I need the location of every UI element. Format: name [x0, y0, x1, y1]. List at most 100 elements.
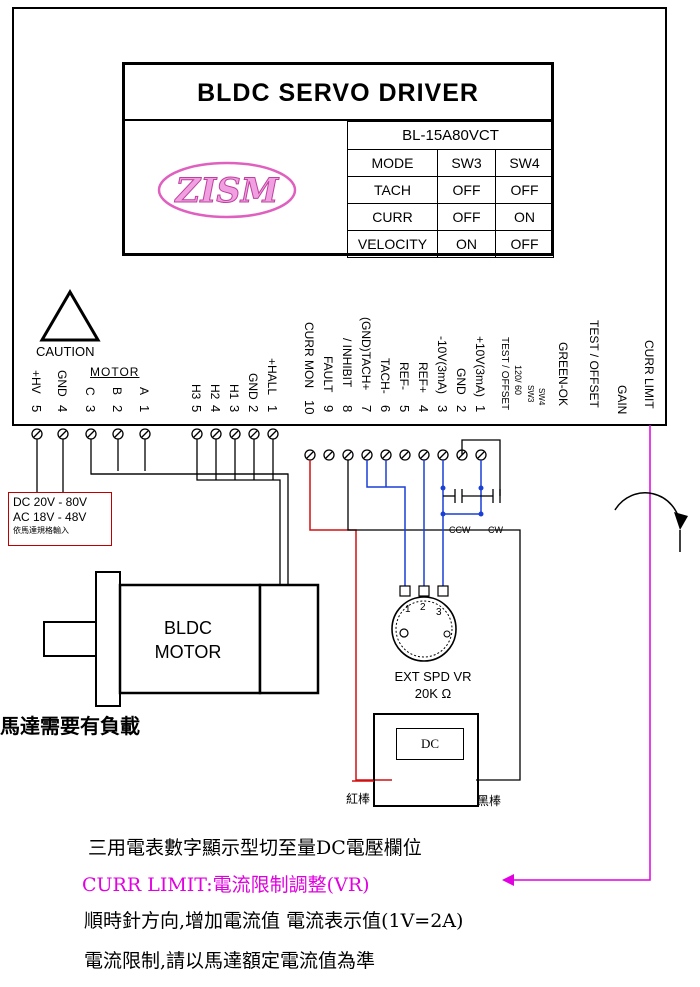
terminal-hv-label: +HV [29, 370, 43, 394]
vr-label-line2: 20K Ω [414, 686, 452, 701]
header-sw3: SW3 [437, 149, 496, 177]
screw-left-group [31, 428, 151, 440]
zism-logo: ZISM [157, 161, 297, 219]
terminal-plus10v-num: 1 [473, 405, 488, 413]
terminal-minus10v-label: -10V(3mA) [435, 336, 449, 395]
terminal-h1-label: H1 [227, 384, 241, 400]
terminal-tach-plus-num: 7 [359, 405, 374, 413]
terminal-gnd-num: 4 [55, 405, 70, 413]
vr-label: EXT SPD VR 20K Ω [388, 668, 478, 702]
terminal-fault-label: FAULT [321, 356, 335, 393]
terminal-h3-num: 5 [189, 405, 204, 413]
mode-velocity: VELOCITY [347, 230, 438, 258]
switch-120-60-label: 120/ 60 [513, 365, 523, 396]
switch-test-offset-label: TEST / OFFSET [499, 337, 510, 411]
switch-sw3-label: SW3 [526, 385, 535, 403]
terminal-ref-minus-label: REF- [397, 362, 411, 390]
terminal-minus10v-num: 3 [435, 405, 450, 413]
velocity-sw3: ON [437, 230, 496, 258]
terminal-b-num: 2 [110, 405, 125, 413]
curr-limit-pointer [510, 425, 651, 881]
power-wires [36, 439, 64, 492]
power-spec-box: DC 20V - 80V AC 18V - 48V 依馬達規格輸入 [8, 492, 112, 546]
terminal-plus10v-label: +10V(3mA) [473, 336, 487, 398]
pointer-arrow-icon [502, 874, 514, 886]
terminal-h1-num: 3 [227, 405, 242, 413]
terminal-hall-gnd-label: GND [246, 373, 260, 400]
terminal-curr-mon-num: 10 [302, 400, 317, 415]
ext-spd-vr [391, 585, 457, 662]
motor-load-note: 馬達需要有負載 [0, 714, 140, 738]
logo-ellipse [157, 161, 297, 219]
terminal-a-label: A [137, 387, 151, 396]
pot-green-ok-label: GREEN-OK [556, 342, 570, 407]
header-sw4: SW4 [495, 149, 554, 177]
logo-text: ZISM [174, 171, 280, 211]
note-curr-limit: CURR LIMIT:電流限制調整(VR) [82, 874, 370, 896]
caution-triangle-icon [39, 289, 101, 342]
bldc-motor [43, 571, 320, 707]
terminal-tach-minus-num: 6 [378, 405, 393, 413]
note-meter-mode: 三用電表數字顯示型切至量DC電壓欄位 [88, 837, 422, 859]
screw-hall-group [191, 428, 279, 440]
terminal-hall-plus-num: 1 [265, 405, 280, 413]
terminal-ref-minus-num: 5 [397, 405, 412, 413]
page-title: BLDC SERVO DRIVER [197, 79, 479, 107]
terminal-ref-plus-label: REF+ [416, 362, 430, 394]
terminal-tach-minus-label: TACH- [378, 358, 392, 394]
switch-table: BL-15A80VCT MODE SW3 SW4 TACH OFF OFF CU… [347, 121, 554, 258]
tach-sw4: OFF [495, 176, 554, 204]
vr-pin-2: 2 [420, 602, 426, 613]
mode-curr: CURR [347, 203, 438, 231]
motor-label: BLDC MOTOR [123, 616, 253, 664]
screw-signal-group [304, 449, 487, 461]
pot-test-offset-label: TEST / OFFSET [587, 320, 601, 408]
header-mode: MODE [347, 149, 438, 177]
red-probe-wire [309, 460, 392, 781]
black-probe-wire [347, 460, 521, 781]
terminal-hv-num: 5 [29, 405, 44, 413]
curr-sw3: OFF [437, 203, 496, 231]
terminal-inhibit-num: 8 [340, 405, 355, 413]
caution-label: CAUTION [36, 344, 95, 359]
terminal-h2-num: 4 [208, 405, 223, 413]
terminal-curr-mon-label: CURR MON [302, 322, 316, 388]
driver-housing [12, 7, 667, 426]
curr-sw4: ON [495, 203, 554, 231]
terminal-screws [31, 428, 487, 461]
vr-label-line1: EXT SPD VR [394, 669, 472, 684]
vr-pin-3: 3 [436, 607, 442, 618]
terminal-c-num: 3 [83, 405, 98, 413]
black-probe-label: 黑棒 [477, 794, 502, 808]
title-divider [125, 119, 551, 121]
note-rated-current: 電流限制,請以馬達額定電流值為準 [84, 950, 376, 972]
terminal-hall-plus-label: +HALL [265, 358, 279, 396]
motor-label-line2: MOTOR [154, 642, 222, 662]
multimeter [373, 713, 479, 807]
terminal-tach-plus-label: (GND)TACH+ [359, 317, 373, 391]
power-ac-range: AC 18V - 48V [13, 510, 87, 524]
model-panel: BLDC SERVO DRIVER ZISM BL-15A80VCT MODE … [122, 62, 554, 258]
terminal-b-label: B [110, 387, 124, 396]
red-probe-label: 紅棒 [346, 792, 371, 806]
terminal-fault-num: 9 [321, 405, 336, 413]
switch-sw4-label: SW4 [537, 388, 546, 406]
terminal-ref-plus-num: 4 [416, 405, 431, 413]
velocity-sw4: OFF [495, 230, 554, 258]
model-number: BL-15A80VCT [347, 121, 554, 150]
motor-label-line1: BLDC [163, 618, 212, 638]
vr-wires [366, 460, 482, 588]
terminal-hall-gnd-num: 2 [246, 405, 261, 413]
motor-group-label: MOTOR [90, 365, 140, 379]
vr-pin-1: 1 [405, 604, 411, 615]
terminal-h3-label: H3 [189, 384, 203, 400]
terminal-signal-gnd-label: GND [454, 368, 468, 395]
pot-curr-limit-label: CURR LIMIT [642, 340, 656, 409]
terminal-signal-gnd-num: 2 [454, 405, 469, 413]
power-dc-range: DC 20V - 80V [13, 495, 88, 509]
clockwise-arrowhead-icon [674, 512, 688, 530]
direction-switches [443, 439, 501, 503]
power-note: 依馬達規格輸入 [13, 526, 69, 535]
note-clockwise: 順時針方向,增加電流值 電流表示值(1V=2A) [84, 910, 464, 932]
